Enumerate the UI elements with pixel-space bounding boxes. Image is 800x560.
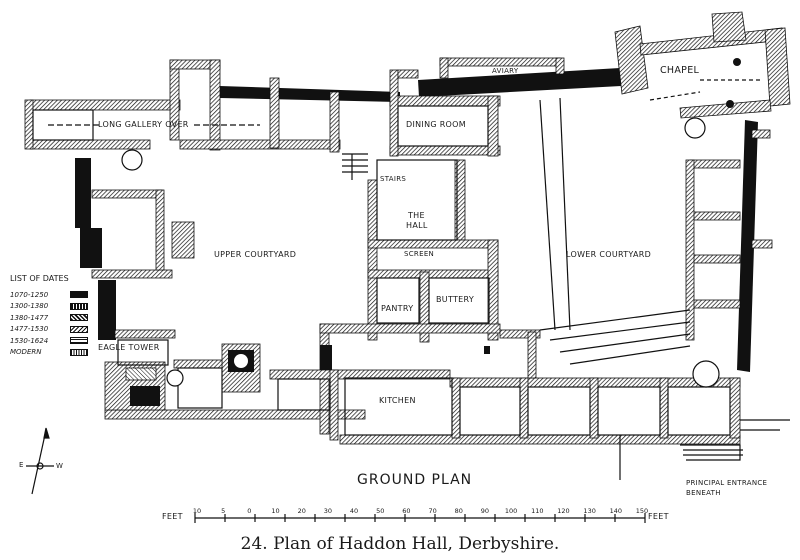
scale-left-label: FEET: [162, 512, 183, 521]
eagle-tower-label: EAGLE TOWER: [98, 343, 160, 352]
figure-caption: 24. Plan of Haddon Hall, Derbyshire.: [240, 534, 560, 554]
aviary-label: AVIARY: [492, 67, 519, 75]
spiral-stair: [121, 149, 143, 171]
compass: [26, 427, 54, 495]
scale-tick-label: 60: [402, 507, 411, 515]
legend-swatch: [70, 314, 88, 322]
compass-west-label: W: [56, 462, 64, 470]
scale-tick-label: 10: [192, 507, 202, 515]
legend-entry: MODERN: [10, 347, 88, 359]
scale-tick-label: 40: [349, 507, 359, 515]
legend-entry: 1380-1477: [10, 312, 88, 324]
principal-entrance-label-line2: BENEATH: [686, 489, 721, 497]
plan-title: GROUND PLAN: [357, 472, 473, 488]
scale-tick-label: 5: [221, 507, 226, 515]
scale-tick-label: 30: [323, 507, 333, 515]
compass-east-label: E: [19, 461, 24, 469]
scale-right-label: FEET: [648, 512, 669, 521]
scale-tick-label: 50: [376, 507, 385, 515]
legend-entry: 1477-1530: [10, 324, 88, 336]
legend-entry: 1070-1250: [10, 289, 88, 301]
upper-courtyard-label: UPPER COURTYARD: [214, 250, 297, 259]
scale-tick-label: 0: [247, 507, 252, 515]
pantry-label: PANTRY: [381, 304, 414, 313]
scale-tick-label: 10: [271, 507, 280, 515]
lower-courtyard-label: LOWER COURTYARD: [566, 250, 652, 259]
legend-entry: 1300-1380: [10, 301, 88, 313]
legend-title: LIST OF DATES: [10, 274, 69, 283]
scale-tick-label: 80: [454, 507, 463, 515]
date-legend: LIST OF DATES 1070-1250 1300-1380 1380-1…: [10, 274, 88, 358]
long-gallery-label: LONG GALLERY OVER: [98, 120, 189, 129]
legend-entry: 1530-1624: [10, 335, 88, 347]
legend-swatch: [70, 302, 88, 310]
scale-bar: [194, 513, 646, 523]
principal-entrance-label-line1: PRINCIPAL ENTRANCE: [686, 479, 768, 487]
kitchen-label: KITCHEN: [379, 396, 416, 405]
scale-tick-label: 140: [609, 507, 623, 515]
screen-label: SCREEN: [404, 250, 435, 258]
the-hall-label-line2: HALL: [406, 221, 428, 230]
spiral-stair: [166, 369, 184, 387]
scale-tick-label: 120: [557, 507, 570, 515]
interior-lines: [32, 79, 790, 480]
chapel-label: CHAPEL: [660, 65, 700, 76]
legend-swatch: [70, 348, 88, 356]
buttery-label: BUTTERY: [436, 295, 475, 304]
scale-tick-label: 90: [480, 507, 490, 515]
curtain-walls: [75, 68, 758, 402]
legend-swatch: [70, 291, 88, 299]
legend-swatch: [70, 325, 88, 333]
stairs-label: STAIRS: [380, 175, 407, 183]
legend-swatch: [70, 337, 88, 345]
hatched-walls: [24, 11, 791, 445]
spiral-stair: [684, 117, 706, 139]
dining-room-label: DINING ROOM: [406, 120, 466, 129]
scale-tick-label: 110: [531, 507, 544, 515]
the-hall-label-line1: THE: [408, 211, 425, 220]
scale-tick-label: 100: [504, 507, 518, 515]
scale-tick-label: 70: [428, 507, 437, 515]
scale-tick-label: 130: [583, 507, 596, 515]
spiral-stair: [692, 360, 720, 388]
chapel-pillar: [733, 58, 741, 66]
scale-tick-label: 20: [297, 507, 306, 515]
chapel-pillar: [726, 100, 734, 108]
features: [121, 58, 741, 406]
scale-tick-label: 150: [635, 507, 649, 515]
